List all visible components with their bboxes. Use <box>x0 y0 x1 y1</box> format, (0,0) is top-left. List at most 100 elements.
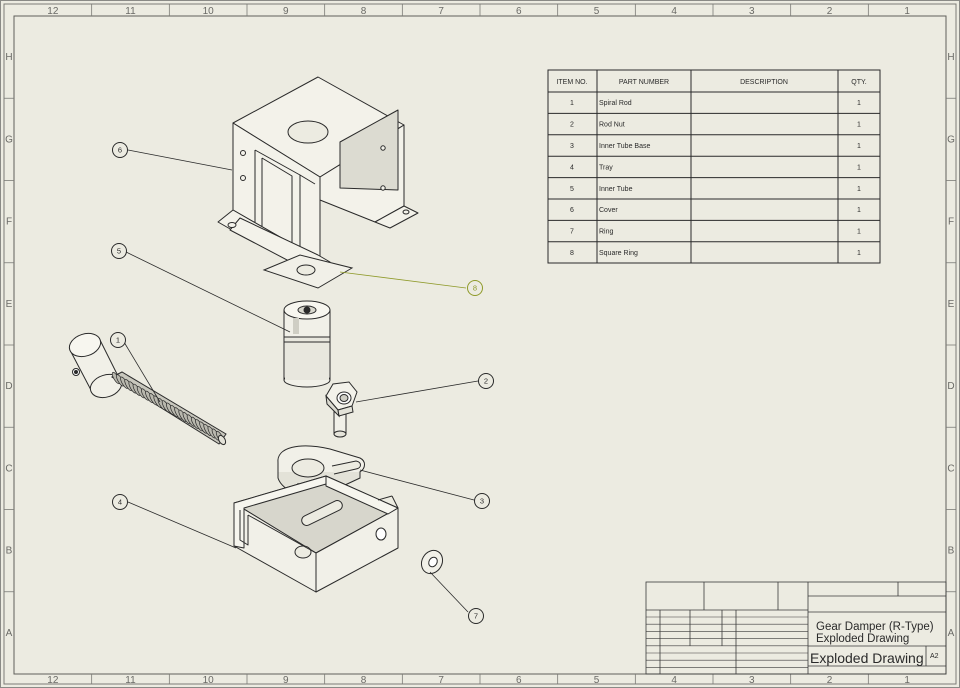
bom-row: 8 Square Ring 1 <box>570 250 861 257</box>
balloon-number: 7 <box>474 612 478 621</box>
zone-row-label: H <box>5 52 12 63</box>
bom-part-number: Cover <box>599 207 618 214</box>
bom-item-no: 6 <box>570 207 574 214</box>
bom-qty: 1 <box>857 250 861 257</box>
balloon-3[interactable]: 3 <box>474 493 490 509</box>
zone-col-label: 4 <box>671 6 677 17</box>
balloon-number: 3 <box>480 497 484 506</box>
zone-row-label: E <box>6 299 13 310</box>
balloon-number: 6 <box>118 146 122 155</box>
bom-item-no: 7 <box>570 229 574 236</box>
bom-qty: 1 <box>857 164 861 171</box>
zone-row-label: A <box>948 628 955 639</box>
balloon-number: 4 <box>118 498 122 507</box>
balloon-8[interactable]: 8 <box>467 280 483 296</box>
zone-col-label: 7 <box>438 6 444 17</box>
zone-row-label: B <box>948 546 955 557</box>
bom-item-no: 1 <box>570 100 574 107</box>
part-rod-nut[interactable] <box>325 381 358 438</box>
zone-row-label: C <box>5 463 12 474</box>
part-spiral-rod[interactable] <box>66 330 227 446</box>
bom-row: 6 Cover 1 <box>570 207 861 214</box>
zone-col-label: 10 <box>203 6 215 17</box>
zone-col-label: 9 <box>283 6 289 17</box>
bom-item-no: 2 <box>570 122 574 129</box>
bom-header-description: DESCRIPTION <box>740 79 788 86</box>
zone-col-label: 7 <box>438 675 444 686</box>
zone-row-label: G <box>947 134 955 145</box>
zone-col-label: 5 <box>594 6 600 17</box>
bom-qty: 1 <box>857 229 861 236</box>
zone-row-label: F <box>948 217 954 228</box>
part-ring[interactable] <box>417 547 446 578</box>
drawing-name: Exploded Drawing <box>810 650 924 666</box>
drawing-title-line2: Exploded Drawing <box>816 633 909 645</box>
zone-col-label: 3 <box>749 6 755 17</box>
bom-item-no: 5 <box>570 186 574 193</box>
bom-part-number: Inner Tube <box>599 186 633 193</box>
bom-part-number: Square Ring <box>599 250 638 257</box>
bom-row: 5 Inner Tube 1 <box>570 186 861 193</box>
bom-part-number: Spiral Rod <box>599 100 632 107</box>
zone-row-label: H <box>947 52 954 63</box>
zone-col-label: 8 <box>361 675 367 686</box>
bom-part-number: Inner Tube Base <box>599 143 650 150</box>
bom-qty: 1 <box>857 186 861 193</box>
zone-row-label: C <box>947 463 954 474</box>
balloons: 1 2 3 4 5 6 7 8 <box>110 142 494 624</box>
balloon-2[interactable]: 2 <box>478 373 494 389</box>
balloon-number: 1 <box>116 336 120 345</box>
zone-col-label: 2 <box>827 6 833 17</box>
part-square-ring[interactable] <box>262 254 354 289</box>
zone-col-label: 11 <box>125 675 136 686</box>
bom-part-number: Ring <box>599 229 614 236</box>
bom-qty: 1 <box>857 143 861 150</box>
part-inner-tube[interactable] <box>283 300 331 388</box>
bom-row: 3 Inner Tube Base 1 <box>570 143 861 150</box>
balloon-leaders <box>123 149 479 613</box>
zone-col-label: 8 <box>361 6 367 17</box>
zone-col-label: 2 <box>827 675 833 686</box>
part-tray[interactable] <box>233 475 399 593</box>
zone-col-label: 3 <box>749 675 755 686</box>
bom-item-no: 4 <box>570 164 574 171</box>
balloon-number: 5 <box>117 247 121 256</box>
zone-col-label: 9 <box>283 675 289 686</box>
zone-row-label: A <box>6 628 13 639</box>
zone-col-label: 10 <box>203 675 215 686</box>
zone-row-label: D <box>947 381 954 392</box>
zone-col-label: 4 <box>671 675 677 686</box>
bom-qty: 1 <box>857 207 861 214</box>
bom-item-no: 8 <box>570 250 574 257</box>
zone-col-label: 5 <box>594 675 600 686</box>
balloon-5[interactable]: 5 <box>111 243 127 259</box>
zone-col-label: 1 <box>904 6 910 17</box>
drawing-title-line1: Gear Damper (R-Type) <box>816 621 934 633</box>
balloon-1[interactable]: 1 <box>110 332 126 348</box>
title-block[interactable] <box>645 581 947 675</box>
zone-col-label: 12 <box>47 6 59 17</box>
zone-row-label: G <box>5 134 13 145</box>
bom-row: 2 Rod Nut 1 <box>570 122 861 129</box>
bom-header-item: ITEM NO. <box>556 79 587 86</box>
zone-row-label: D <box>5 381 12 392</box>
bom-part-number: Rod Nut <box>599 122 625 129</box>
zone-col-label: 6 <box>516 675 522 686</box>
bom-header-qty: QTY. <box>851 79 866 86</box>
bom-row: 7 Ring 1 <box>570 229 861 236</box>
zone-col-label: 1 <box>904 675 910 686</box>
bom-qty: 1 <box>857 122 861 129</box>
bom-header-part: PART NUMBER <box>619 79 669 86</box>
balloon-number: 8 <box>473 284 477 293</box>
bom-item-no: 3 <box>570 143 574 150</box>
part-cover[interactable] <box>217 76 419 273</box>
balloon-4[interactable]: 4 <box>112 494 128 510</box>
balloon-7[interactable]: 7 <box>468 608 484 624</box>
balloon-number: 2 <box>484 377 488 386</box>
sheet-size: A2 <box>930 653 939 660</box>
balloon-6[interactable]: 6 <box>112 142 128 158</box>
